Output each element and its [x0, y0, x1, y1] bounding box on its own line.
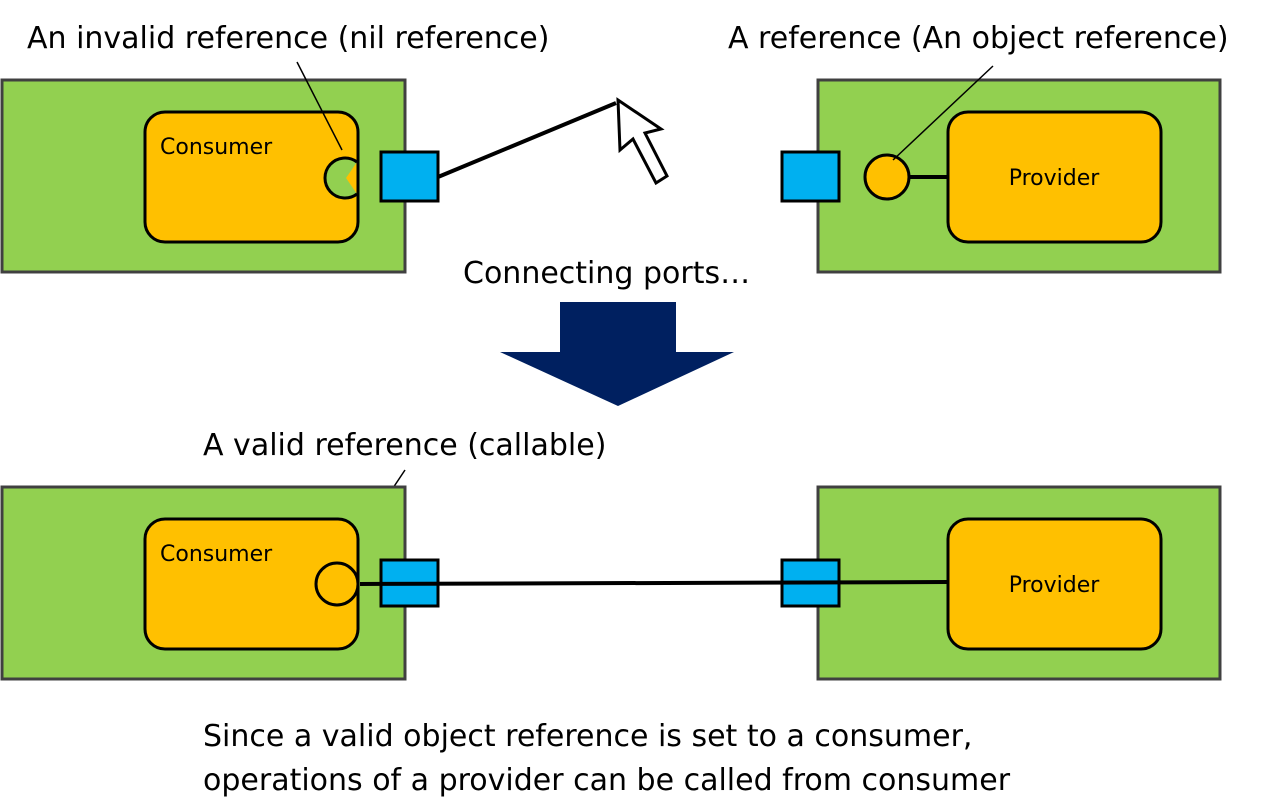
port-left-top[interactable] [379, 150, 440, 203]
object-reference-ball-top [863, 153, 911, 201]
consumer-label-bottom: Consumer [160, 542, 273, 567]
provider-label-top: Provider [1009, 166, 1101, 191]
provider-component-top [946, 110, 1163, 244]
valid-reference-ball [314, 561, 360, 607]
valid-reference-label: A valid reference (callable) [203, 428, 606, 463]
provider-label-bottom: Provider [1009, 573, 1101, 598]
summary-line-1: Since a valid object reference is set to… [203, 719, 972, 754]
connecting-ports-label: Connecting ports… [463, 256, 750, 291]
invalid-reference-socket [325, 158, 357, 198]
drag-connection-line [437, 101, 617, 179]
consumer-component-top [143, 110, 360, 244]
mouse-cursor-icon [616, 97, 669, 186]
invalid-reference-label: An invalid reference (nil reference) [27, 21, 549, 56]
port-connection-line [359, 580, 949, 586]
invalid-ref-leader [296, 61, 343, 151]
port-right-top[interactable] [780, 150, 841, 203]
object-ref-leader [892, 65, 994, 161]
object-reference-label: A reference (An object reference) [728, 21, 1229, 56]
down-arrow [500, 302, 734, 406]
summary-line-2: operations of a provider can be called f… [203, 763, 1011, 798]
consumer-label-top: Consumer [160, 135, 273, 160]
